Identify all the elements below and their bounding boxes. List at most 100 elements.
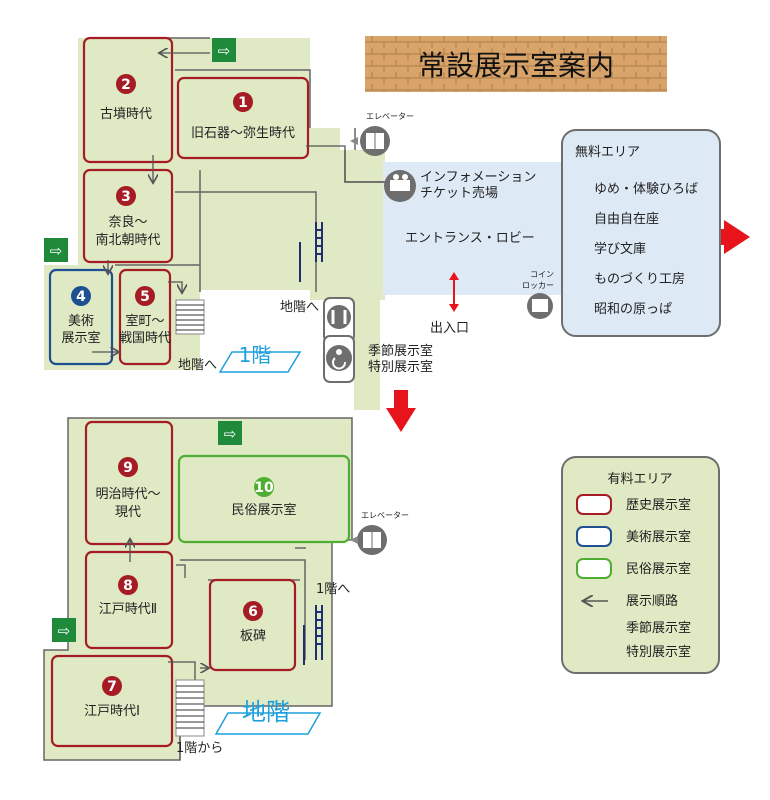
room-3-name-line1: 奈良～ [108, 214, 147, 230]
entrance-marker [449, 272, 459, 312]
free-area-panel: 無料エリア ゆめ・体験ひろば 自由自在座 学び文庫 ものづくり工房 昭和の原っぱ [561, 129, 721, 337]
room-8-number: 8 [123, 578, 133, 594]
legend-label: 歴史展示室 [626, 497, 691, 513]
room-10-name: 民俗展示室 [231, 502, 296, 518]
basement-route [130, 540, 306, 690]
page-title: 常設展示室案内 [418, 49, 614, 82]
room-5-name-line2: 戦国時代 [119, 331, 171, 346]
room-7-badge [102, 676, 122, 696]
room-8-name: 江戸時代Ⅱ [99, 602, 157, 617]
room-2-badge [116, 74, 136, 94]
legend-label: 季節展示室 [626, 620, 691, 636]
stairs-icon [175, 299, 205, 335]
first-floor-route [92, 53, 385, 352]
lobby-label: エントランス・ロビー [405, 231, 535, 246]
legend-label: 展示順路 [626, 593, 678, 609]
legend-swatch-folk [576, 558, 612, 579]
seasonal-room-label: 季節展示室 [368, 343, 433, 359]
room-1[interactable] [176, 76, 310, 160]
emergency-exit-icon: ⇨ [52, 618, 76, 642]
svg-text:⇨: ⇨ [218, 42, 231, 60]
room-9-number: 9 [123, 460, 133, 476]
paid-area-title: 有料エリア [607, 472, 672, 487]
room-9-badge [118, 457, 138, 477]
room-5[interactable] [118, 268, 172, 366]
first-floor: 2 古墳時代 1 旧石器～弥生時代 3 奈良～ 南北朝時代 4 美術 展示室 5… [44, 36, 750, 432]
stairs-icon [303, 605, 323, 665]
legend-label: 美術展示室 [626, 529, 691, 545]
room-2-name: 古墳時代 [100, 107, 152, 122]
free-area-item: ものづくり工房 [594, 271, 685, 287]
elevator-icon [360, 126, 390, 156]
accessible-restroom-icon [323, 335, 355, 383]
emergency-exit-icon: ⇨ [212, 38, 236, 62]
room-1-number: 1 [238, 95, 248, 111]
legend-swatch-art [576, 526, 612, 547]
to-basement-label: 地階へ [280, 300, 319, 315]
free-area-title: 無料エリア [575, 145, 640, 160]
to-basement-label-2: 地階へ [178, 358, 217, 373]
emergency-exit-icon: ⇨ [44, 238, 68, 262]
room-6-badge [243, 601, 263, 621]
room-8[interactable] [84, 550, 174, 650]
room-6[interactable] [208, 578, 297, 672]
elevator-icon [357, 525, 387, 555]
free-area-item: 自由自在座 [594, 212, 659, 227]
information-label-line2: チケット売場 [420, 185, 498, 201]
to-first-floor-label: 1階へ [316, 582, 350, 597]
room-7-number: 7 [107, 679, 117, 695]
basement-floor: 9 明治時代～ 現代 10 民俗展示室 8 江戸時代Ⅱ 6 板碑 7 江戸時代Ⅰ… [43, 417, 409, 761]
entrance-label: 出入口 [430, 321, 469, 336]
emergency-exit-icon: ⇨ [218, 421, 242, 445]
room-1-badge [233, 92, 253, 112]
svg-text:⇨: ⇨ [224, 425, 237, 443]
room-10-number: 10 [254, 480, 274, 496]
room-4-name-line1: 美術 [68, 314, 94, 329]
coin-locker-label-line1: コイン [530, 270, 554, 279]
special-room-label: 特別展示室 [368, 359, 433, 375]
free-area-item: ゆめ・体験ひろば [594, 182, 698, 197]
stairs-icon [299, 222, 323, 282]
room-4-badge [71, 286, 91, 306]
room-2[interactable] [82, 36, 174, 164]
room-8-badge [118, 575, 138, 595]
room-6-number: 6 [248, 604, 258, 620]
room-9-name-line2: 現代 [115, 505, 141, 520]
svg-text:⇨: ⇨ [50, 242, 63, 260]
room-1-name: 旧石器～弥生時代 [191, 125, 295, 141]
down-arrow [386, 390, 416, 432]
coin-locker-icon [527, 293, 553, 319]
room-9[interactable] [84, 420, 174, 546]
room-10[interactable] [177, 454, 351, 544]
room-5-name-line1: 室町～ [125, 313, 164, 329]
legend-label: 民俗展示室 [626, 561, 691, 577]
room-10-badge [254, 477, 274, 497]
room-3[interactable] [82, 168, 174, 264]
room-5-badge [135, 286, 155, 306]
free-area-item: 昭和の原っぱ [594, 302, 672, 317]
paid-area-legend: 有料エリア 歴史展示室 美術展示室 民俗展示室 展示順路 季節展示室 特別展示室 [561, 456, 720, 674]
elevator-label: エレベーター [361, 511, 409, 520]
room-6-name: 板碑 [240, 628, 266, 644]
floor-label-first: 1階 [239, 343, 272, 367]
title-plaque: 常設展示室案内 [365, 36, 667, 92]
room-3-number: 3 [121, 189, 131, 205]
from-first-floor-label: 1階から [176, 741, 223, 756]
room-5-number: 5 [140, 289, 150, 305]
room-3-name-line2: 南北朝時代 [95, 232, 160, 248]
information-icon [384, 170, 416, 202]
room-7[interactable] [50, 654, 174, 748]
elevator-label: エレベーター [366, 112, 414, 121]
room-9-name-line1: 明治時代～ [95, 487, 160, 502]
legend-label: 特別展示室 [626, 644, 691, 660]
room-2-number: 2 [121, 77, 131, 93]
svg-text:⇨: ⇨ [58, 622, 71, 640]
room-4[interactable] [48, 268, 114, 366]
free-area-item: 学び文庫 [594, 241, 646, 257]
room-4-number: 4 [76, 289, 86, 305]
room-7-name: 江戸時代Ⅰ [84, 704, 140, 719]
stairs-icon [175, 679, 205, 737]
information-label-line1: インフォメーション [420, 170, 536, 185]
floor-label-basement: 地階 [242, 698, 290, 726]
